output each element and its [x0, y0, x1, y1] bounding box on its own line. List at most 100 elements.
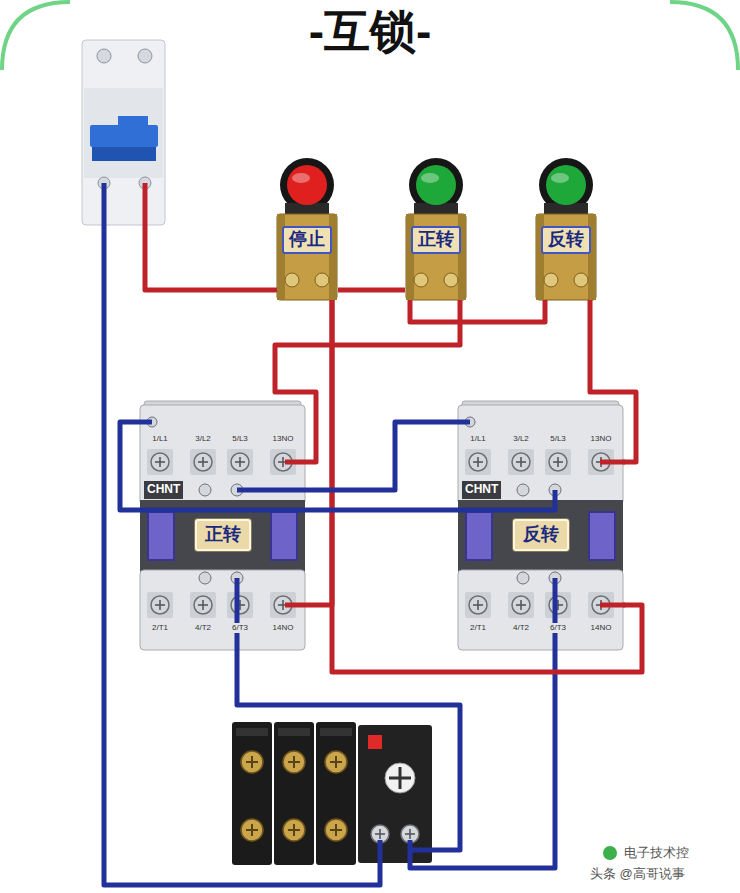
circuit-breaker: [97, 49, 111, 63]
wire: [275, 300, 460, 462]
push-button-body: [536, 158, 596, 300]
contactor-body: [140, 401, 623, 650]
watermark: 电子技术控: [622, 845, 691, 861]
terminal-label: 4/T2: [194, 623, 212, 633]
button-label: 停止: [282, 226, 332, 254]
overload-relay: [283, 751, 305, 773]
frame-corner: [2, 2, 70, 70]
terminal-label: 6/T3: [231, 623, 249, 633]
wire: [120, 422, 458, 510]
overload-relay: [283, 819, 305, 841]
overload-relay: [278, 728, 310, 736]
terminal-label: 13NO: [590, 434, 613, 444]
push-button: 正转: [405, 214, 467, 300]
terminal-label: 1/L1: [151, 434, 169, 444]
terminal-label: 2/T1: [151, 623, 169, 633]
name-plate: 正转: [195, 519, 251, 551]
frame-corner: [670, 2, 738, 70]
red-wire: [145, 183, 625, 605]
overload-relay: [316, 722, 356, 865]
blue-wire: [237, 578, 460, 850]
terminal-label: 5/L3: [549, 434, 567, 444]
terminal-label: 4/T2: [512, 623, 530, 633]
button-cap: [416, 165, 456, 205]
overload-relay: [236, 728, 268, 736]
push-button-body: [277, 158, 337, 300]
wechat-icon: [603, 846, 617, 860]
overload-relay: [389, 777, 411, 780]
terminal-label: 14NO: [590, 623, 613, 633]
push-button-body: [277, 158, 596, 300]
terminal-label: 14NO: [272, 623, 295, 633]
blue-wire: [237, 488, 305, 493]
circuit-breaker: [90, 125, 158, 147]
overload-relay: [241, 819, 263, 841]
button-cap: [551, 173, 569, 183]
terminal-label: 13NO: [272, 434, 295, 444]
wire: [305, 422, 458, 490]
red-wire: [145, 183, 277, 290]
wire: [305, 300, 332, 605]
plate-label: 反转: [523, 524, 559, 546]
button-cap: [287, 165, 327, 205]
button-cap: [546, 165, 586, 205]
push-button: 停止: [276, 214, 338, 300]
red-wire: [285, 603, 305, 608]
circuit-breaker: [84, 88, 163, 178]
overload-relay: [320, 728, 352, 736]
brand-label: CHNT: [144, 481, 183, 499]
overload-relay: [325, 751, 347, 773]
terminal-label: 3/L2: [512, 434, 530, 444]
blue-wire: [458, 420, 470, 425]
wire: [332, 300, 642, 672]
overload-relay: [232, 722, 432, 865]
overload-relay: [325, 819, 347, 841]
button-cap: [287, 165, 586, 205]
circuit-breaker: [92, 147, 156, 161]
blue-wire: [458, 490, 555, 510]
wechat-icon: [603, 846, 617, 860]
plate-label: 正转: [205, 524, 241, 546]
push-button: 反转: [535, 214, 597, 300]
blue-wire: [410, 578, 555, 868]
red-wire: [285, 460, 305, 465]
red-wire: [600, 603, 625, 608]
circuit-breaker: [138, 49, 152, 63]
blue-wire: [140, 420, 152, 425]
name-plate: 反转: [513, 519, 569, 551]
watermark: 头条 @高哥说事: [588, 866, 687, 882]
brand-label: CHNT: [462, 481, 501, 499]
circuit-breaker: [82, 40, 165, 225]
wire: [338, 288, 405, 293]
overload-relay: [368, 735, 382, 749]
contactor: CHNT 反转: [458, 405, 623, 650]
terminal-label: 3/L2: [194, 434, 212, 444]
terminal-label: 2/T1: [469, 623, 487, 633]
wire: [410, 300, 545, 322]
button-label: 反转: [541, 226, 591, 254]
overload-relay: [274, 722, 314, 865]
button-label: 正转: [411, 226, 461, 254]
diagram-title: -互锁-: [0, 6, 740, 57]
overload-relay: [241, 751, 263, 773]
button-cap: [421, 173, 439, 183]
circuit-breaker: [82, 40, 165, 225]
terminal-label: 6/T3: [549, 623, 567, 633]
terminal-label: 1/L1: [469, 434, 487, 444]
contactor-body: [458, 401, 623, 650]
overload-relay: [358, 725, 432, 863]
overload-relay: [232, 722, 272, 865]
terminal-label: 5/L3: [231, 434, 249, 444]
button-cap: [292, 173, 310, 183]
contactor-body: [140, 401, 305, 650]
contactor: CHNT 正转: [140, 405, 305, 650]
push-button-body: [406, 158, 466, 300]
red-wire: [600, 460, 625, 465]
overload-relay: [385, 763, 415, 793]
wire: [590, 300, 636, 462]
